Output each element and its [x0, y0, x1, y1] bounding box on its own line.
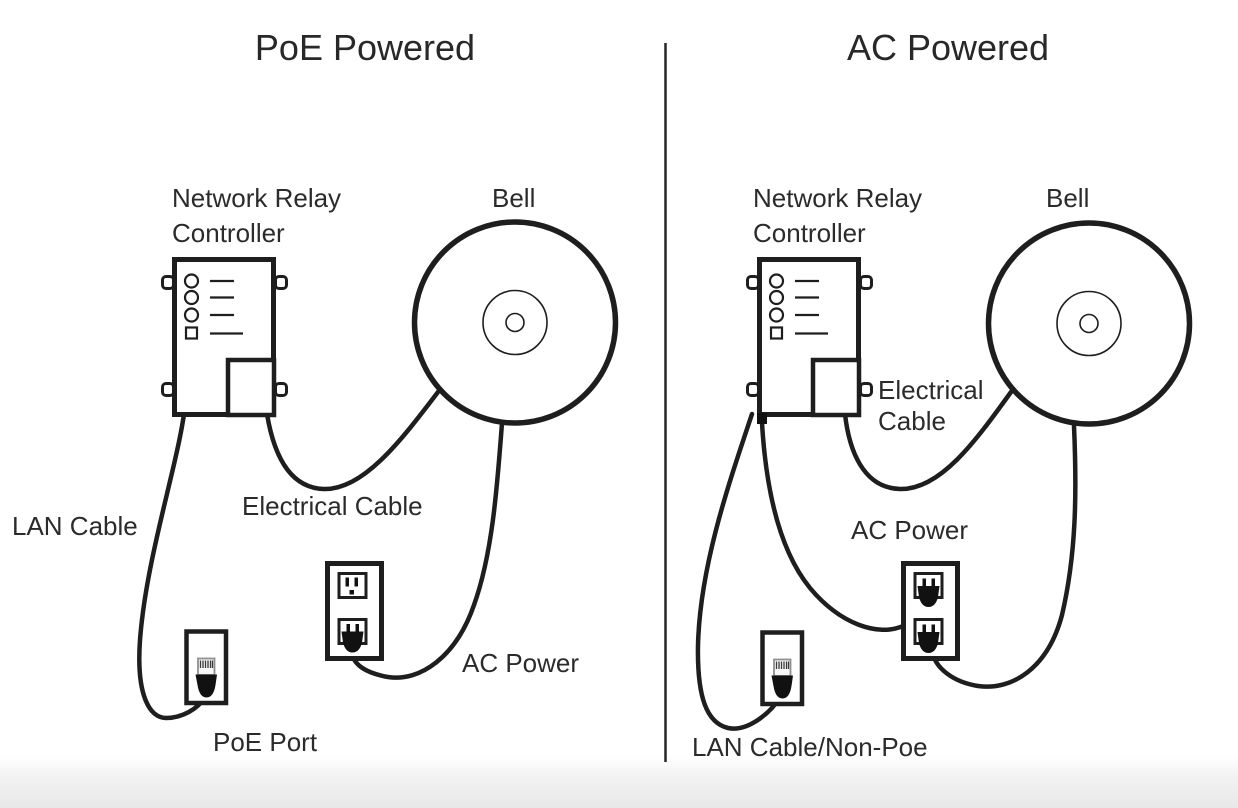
- poe-powered-panel: [137, 222, 615, 721]
- electrical-cable-label-right-line1: Electrical: [878, 375, 984, 405]
- controller-label-right-line2: Controller: [753, 218, 866, 248]
- lan-cable-right: [695, 411, 784, 731]
- right-panel-title: AC Powered: [846, 27, 1050, 68]
- footer-background-strip: [0, 756, 1238, 808]
- controller-power-connector: [757, 413, 767, 424]
- ac-power-label-left: AC Power: [462, 648, 580, 678]
- lan-cable-label-right: LAN Cable/Non-Poe: [692, 732, 928, 762]
- lan-cable-label-left: LAN Cable: [12, 511, 138, 541]
- electrical-cable-right: [842, 389, 1014, 492]
- bell-label-right: Bell: [1046, 183, 1090, 213]
- ac-power-label-right: AC Power: [851, 515, 969, 545]
- electrical-cable-left: [264, 389, 441, 492]
- lan-cable-left: [137, 411, 208, 721]
- ac-outlet-left: [328, 564, 382, 659]
- controller-label-left-line1: Network Relay: [172, 183, 342, 213]
- bell-power-cable-left: [348, 420, 505, 680]
- controller-label-right-line1: Network Relay: [753, 183, 923, 213]
- bell-label-left: Bell: [492, 183, 536, 213]
- ac-powered-panel: [695, 223, 1190, 731]
- controller-label-left-line2: Controller: [172, 218, 285, 248]
- electrical-cable-label-left: Electrical Cable: [242, 491, 423, 521]
- outlet-slots-left: [345, 577, 358, 595]
- left-panel-title: PoE Powered: [254, 27, 476, 68]
- bell-power-cable-right: [929, 423, 1078, 689]
- poe-port-label: PoE Port: [213, 727, 318, 757]
- electrical-cable-label-right-line2: Cable: [878, 406, 946, 436]
